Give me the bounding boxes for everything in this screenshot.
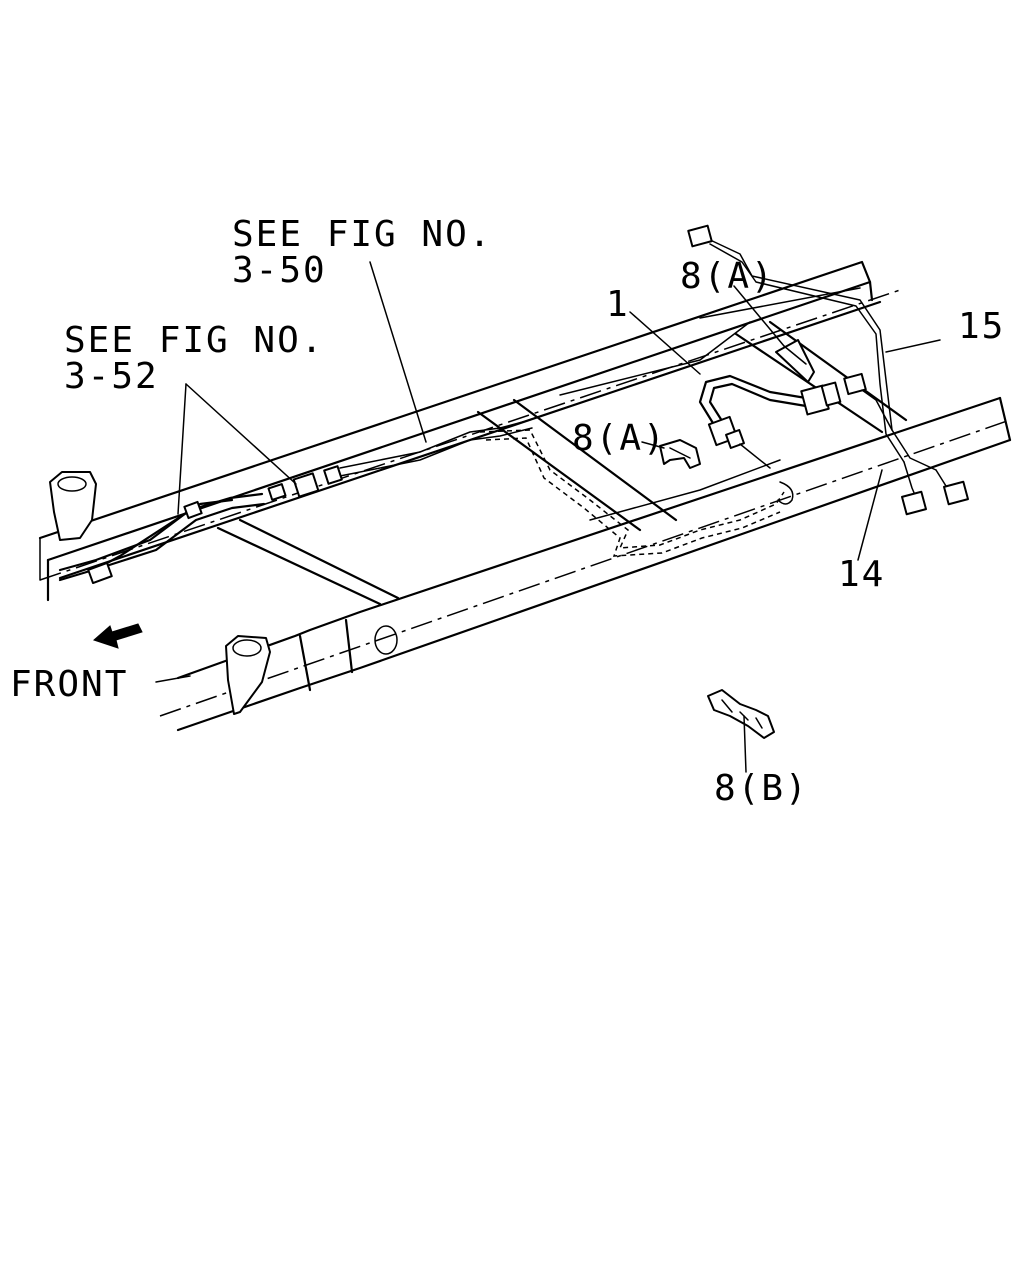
part-15-label: 15	[958, 306, 1005, 347]
part-8b-label: 8(B)	[714, 768, 809, 809]
clip-8a-mid	[659, 439, 701, 469]
part-1-flexible-hose	[698, 374, 842, 449]
clip-8b	[707, 689, 775, 739]
ref-fig-350-line1: SEE FIG NO.	[232, 214, 492, 255]
leader-lines	[155, 261, 941, 773]
labels: SEE FIG NO. 3-50 SEE FIG NO. 3-52 1 8(A)…	[10, 214, 1005, 809]
part-14-label: 14	[838, 554, 885, 595]
ref-fig-352-line2: 3-52	[64, 356, 159, 397]
part-1-label: 1	[606, 284, 630, 325]
part-8a-mid-label: 8(A)	[572, 418, 667, 459]
ref-fig-350-line2: 3-50	[232, 250, 327, 291]
clip-8a-top	[775, 339, 815, 383]
front-label: FRONT	[10, 664, 128, 705]
main-brake-pipe	[58, 419, 794, 584]
part-15-brake-pipe	[687, 224, 969, 516]
ref-fig-352-line1: SEE FIG NO.	[64, 320, 324, 361]
part-8a-top-label: 8(A)	[680, 256, 775, 297]
front-arrow-icon	[93, 623, 143, 649]
